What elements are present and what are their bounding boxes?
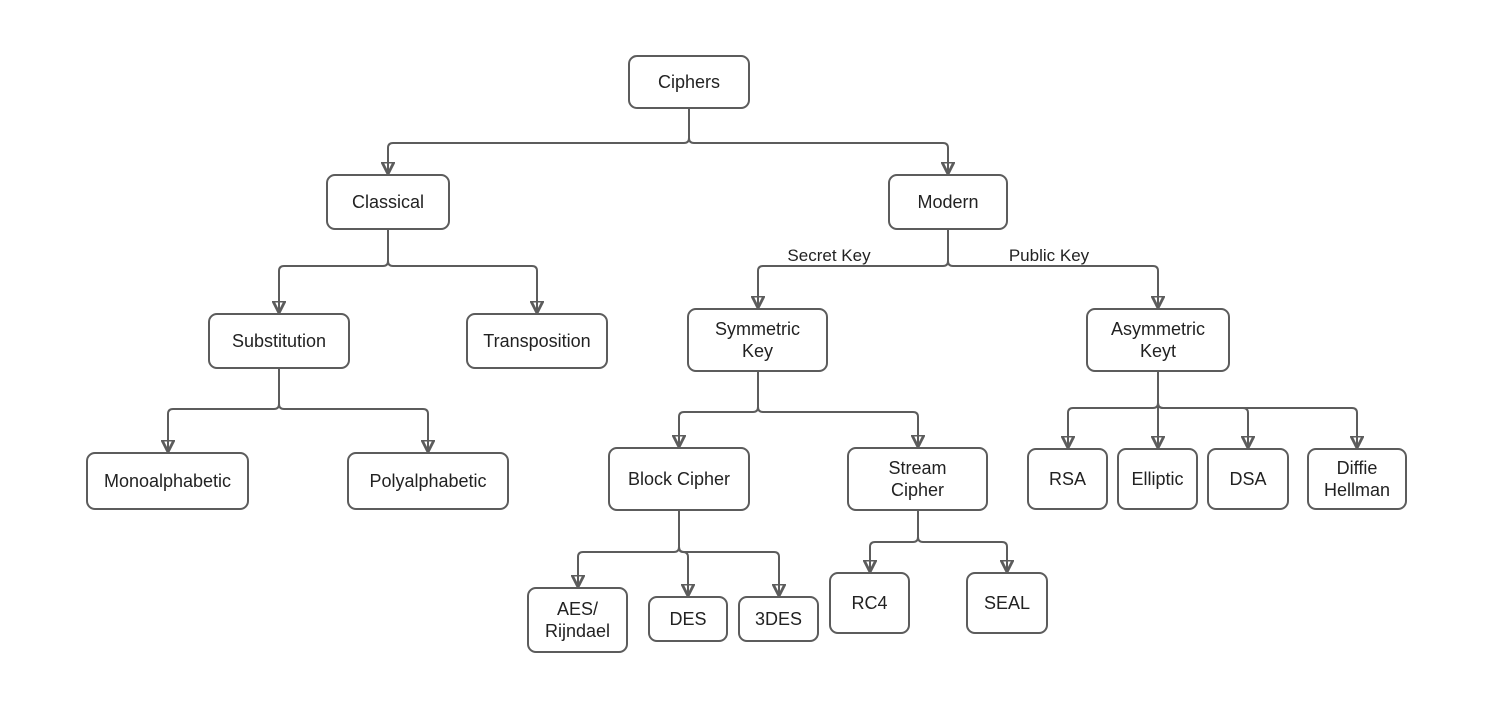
node-stream-cipher: Stream Cipher xyxy=(847,447,988,511)
node-elliptic-label: Elliptic xyxy=(1131,468,1184,489)
node-des: DES xyxy=(648,596,728,642)
node-transposition-label: Transposition xyxy=(483,330,591,351)
edge-stream-rc4 xyxy=(870,511,919,572)
node-aes-rijndael-label: AES/ Rijndael xyxy=(544,598,611,642)
edge-classical-substitution xyxy=(279,230,389,313)
edge-asymmetric-rsa xyxy=(1068,372,1159,448)
edge-symmetric-block-cipher xyxy=(679,372,759,447)
node-rsa: RSA xyxy=(1027,448,1108,510)
node-block-cipher-label: Block Cipher xyxy=(627,468,731,489)
node-diffie-hellman-label: Diffie Hellman xyxy=(1323,457,1391,501)
edge-substitution-polyalphabetic xyxy=(278,369,428,452)
node-modern-label: Modern xyxy=(917,191,979,212)
node-seal: SEAL xyxy=(966,572,1048,634)
edge-ciphers-modern xyxy=(688,109,948,174)
node-stream-cipher-label: Stream Cipher xyxy=(888,457,947,501)
node-modern: Modern xyxy=(888,174,1008,230)
node-3des-label: 3DES xyxy=(754,608,803,629)
edge-block-des xyxy=(678,511,688,596)
node-classical: Classical xyxy=(326,174,450,230)
node-seal-label: SEAL xyxy=(983,592,1031,613)
node-aes-rijndael: AES/ Rijndael xyxy=(527,587,628,653)
node-substitution: Substitution xyxy=(208,313,350,369)
node-transposition: Transposition xyxy=(466,313,608,369)
node-ciphers-label: Ciphers xyxy=(657,71,721,92)
node-dsa-label: DSA xyxy=(1229,468,1267,489)
edge-classical-transposition xyxy=(387,230,537,313)
node-monoalphabetic: Monoalphabetic xyxy=(86,452,249,510)
node-symmetric-key: Symmetric Key xyxy=(687,308,828,372)
edge-modern-symmetric-key xyxy=(758,230,949,308)
node-rc4-label: RC4 xyxy=(851,592,888,613)
node-block-cipher: Block Cipher xyxy=(608,447,750,511)
edge-label-public-key: Public Key xyxy=(1008,246,1090,265)
node-monoalphabetic-label: Monoalphabetic xyxy=(103,470,232,491)
node-rsa-label: RSA xyxy=(1048,468,1086,489)
node-diffie-hellman: Diffie Hellman xyxy=(1307,448,1407,510)
node-symmetric-key-label: Symmetric Key xyxy=(715,318,800,362)
node-substitution-label: Substitution xyxy=(231,330,327,351)
node-dsa: DSA xyxy=(1207,448,1289,510)
edge-block-aes-rijndael xyxy=(578,511,680,587)
edge-ciphers-classical xyxy=(388,109,690,174)
edge-asymmetric-dsa xyxy=(1157,372,1248,448)
node-ciphers: Ciphers xyxy=(628,55,750,109)
edge-symmetric-stream-cipher xyxy=(757,372,918,447)
edge-stream-seal xyxy=(917,511,1007,572)
node-asymmetric-keyt: Asymmetric Keyt xyxy=(1086,308,1230,372)
node-classical-label: Classical xyxy=(351,191,425,212)
edge-asymmetric-diffie-hellman xyxy=(1157,372,1357,448)
edge-modern-asymmetric-keyt xyxy=(947,230,1158,308)
node-elliptic: Elliptic xyxy=(1117,448,1198,510)
edge-substitution-monoalphabetic xyxy=(168,369,280,452)
node-asymmetric-keyt-label: Asymmetric Keyt xyxy=(1111,318,1205,362)
node-3des: 3DES xyxy=(738,596,819,642)
node-des-label: DES xyxy=(669,608,707,629)
node-rc4: RC4 xyxy=(829,572,910,634)
edge-label-secret-key: Secret Key xyxy=(787,246,871,265)
edge-block-3des xyxy=(678,511,779,596)
node-polyalphabetic-label: Polyalphabetic xyxy=(369,470,487,491)
node-polyalphabetic: Polyalphabetic xyxy=(347,452,509,510)
